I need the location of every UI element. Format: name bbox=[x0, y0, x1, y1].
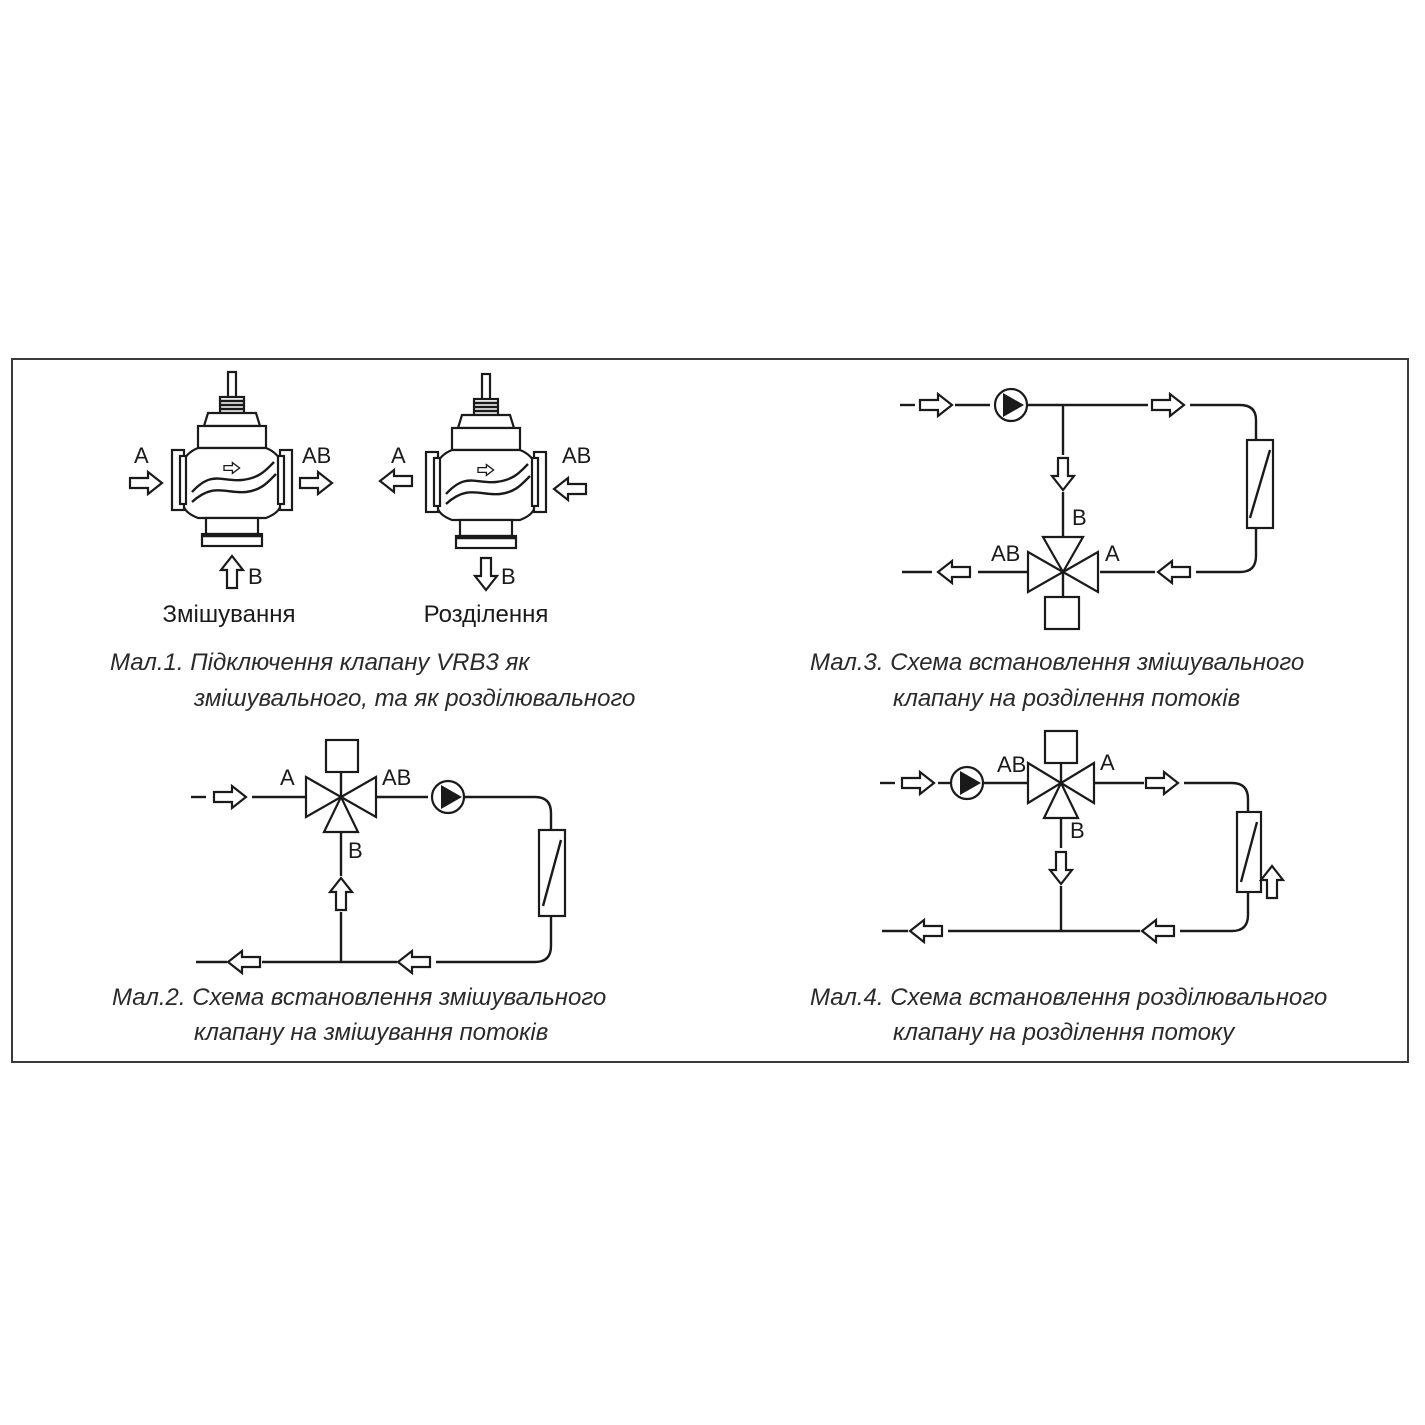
fig4-circuit bbox=[880, 729, 1285, 944]
fig4-caption-line1: Мал.4. Схема встановлення розділювальног… bbox=[810, 984, 1327, 1011]
fig1-split-b-arrow bbox=[473, 556, 499, 592]
fig1-mix-b-arrow bbox=[219, 554, 245, 590]
fig1-mix-ab-arrow bbox=[298, 470, 334, 496]
fig2-caption-line1: Мал.2. Схема встановлення змішувального bbox=[112, 984, 606, 1011]
fig1-caption-line2: змішувального, та як розділювального bbox=[193, 685, 635, 712]
fig3-port-ab: AB bbox=[991, 541, 1020, 566]
fig1-split-port-b: B bbox=[501, 564, 516, 589]
fig2-actuator bbox=[324, 738, 360, 774]
fig1-splitting-valve bbox=[424, 372, 548, 550]
fig2-port-ab: AB bbox=[382, 765, 411, 790]
fig3-caption-line2: клапану на розділення потоків bbox=[893, 685, 1240, 712]
fig1-mix-port-b: B bbox=[248, 564, 263, 589]
fig3-port-a: A bbox=[1105, 541, 1120, 566]
fig1-mixing-valve bbox=[170, 370, 294, 548]
fig2-caption-line2: клапану на змішування потоків bbox=[194, 1019, 548, 1046]
fig1-split-port-a: A bbox=[391, 443, 406, 468]
fig1-split-a-arrow bbox=[378, 468, 414, 494]
fig1-mixing-label: Змішування bbox=[163, 601, 296, 628]
fig3-caption-line1: Мал.3. Схема встановлення змішувального bbox=[810, 649, 1304, 676]
fig1-mix-port-ab: AB bbox=[302, 443, 331, 468]
fig1-splitting-label: Розділення bbox=[424, 601, 549, 628]
fig1-caption-line1: Мал.1. Підключення клапану VRB3 як bbox=[110, 649, 531, 676]
fig4-port-b: B bbox=[1070, 818, 1085, 843]
fig1-split-port-ab: AB bbox=[562, 443, 591, 468]
fig1-mix-port-a: A bbox=[134, 443, 149, 468]
fig1-mix-a-arrow bbox=[128, 470, 164, 496]
fig4-port-ab: AB bbox=[997, 752, 1026, 777]
fig1-split-ab-arrow bbox=[552, 476, 588, 502]
fig2-port-b: B bbox=[348, 838, 363, 863]
fig2-circuit bbox=[191, 738, 567, 975]
fig3-circuit bbox=[900, 387, 1275, 631]
fig4-actuator bbox=[1043, 729, 1079, 765]
fig4-caption-line2: клапану на розділення потоку bbox=[893, 1019, 1236, 1046]
fig3-port-b: B bbox=[1072, 505, 1087, 530]
diagram-frame bbox=[11, 358, 1409, 1063]
fig2-port-a: A bbox=[280, 765, 295, 790]
fig4-port-a: A bbox=[1100, 750, 1115, 775]
fig3-actuator bbox=[1043, 595, 1081, 631]
